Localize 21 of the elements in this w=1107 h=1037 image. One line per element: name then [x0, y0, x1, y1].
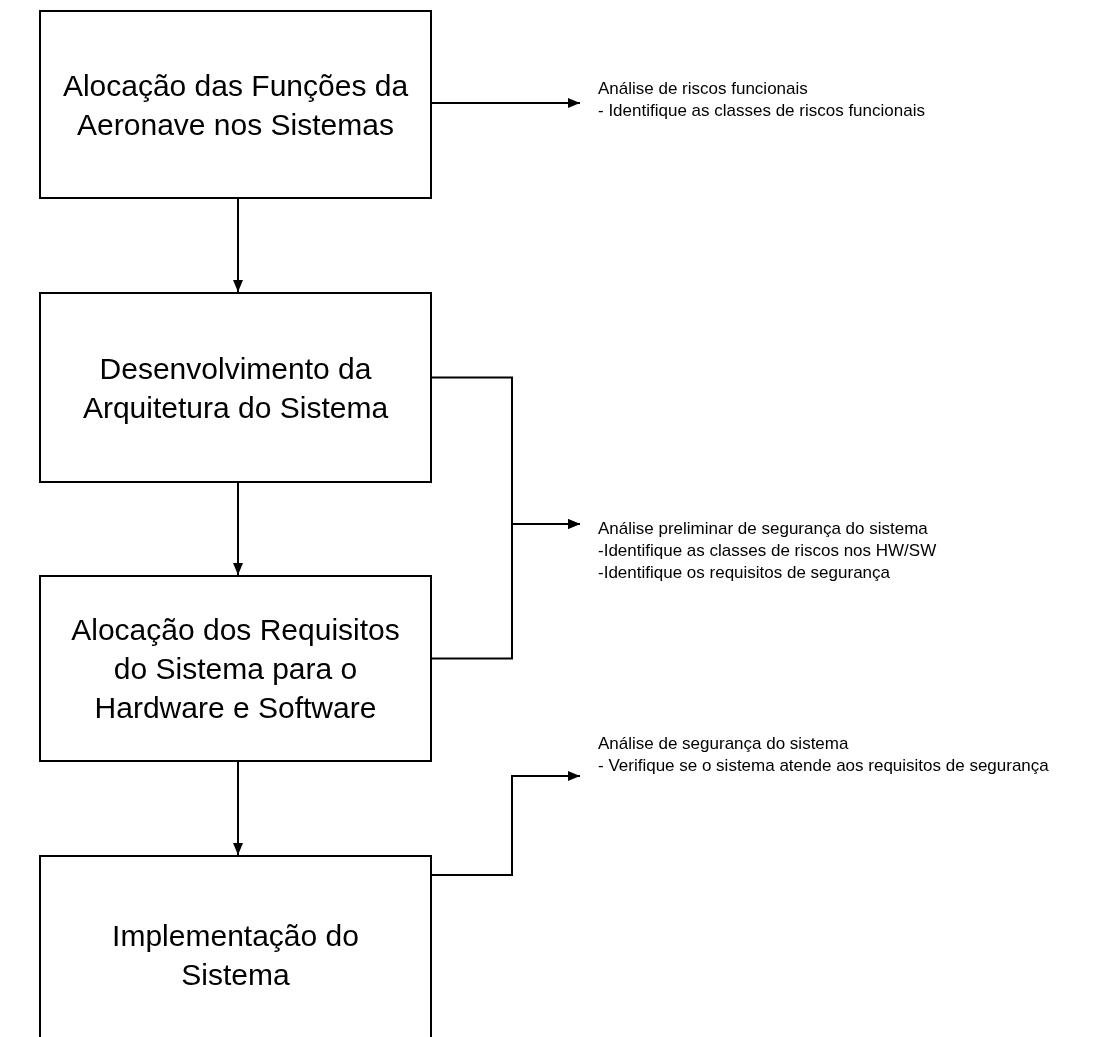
note-text: Análise de segurança do sistema: [598, 733, 850, 755]
process-box: [39, 292, 432, 483]
note-text: Análise preliminar de segurança do sistema: [598, 518, 929, 540]
arrow: [233, 198, 243, 293]
note-text: -Identifique os requisitos de segurança: [598, 562, 891, 585]
process-box: [39, 575, 432, 762]
arrow: [431, 519, 581, 660]
process-label: Alocação das Funções da Aeronave nos Sistemas: [61, 67, 410, 143]
arrow: [233, 761, 243, 856]
note-text: - Verifique se o sistema atende aos requisitos de segurança: [598, 755, 1050, 778]
arrow: [233, 482, 243, 576]
arrow: [431, 771, 581, 876]
process-box: [39, 855, 432, 1037]
arrow: [431, 98, 581, 108]
note-text: -Identifique as classes de riscos nos HW/SW: [598, 540, 938, 563]
note-text: Análise de riscos funcionais: [598, 78, 809, 100]
process-box: [39, 10, 432, 199]
process-label: Alocação dos Requisitos do Sistema para o Hardware e Software: [70, 612, 401, 726]
process-label: Desenvolvimento da Arquitetura do Sistema: [81, 350, 390, 426]
note-text: - Identifique as classes de riscos funcionais: [598, 100, 926, 123]
process-label: Implementação do Sistema: [111, 918, 360, 993]
